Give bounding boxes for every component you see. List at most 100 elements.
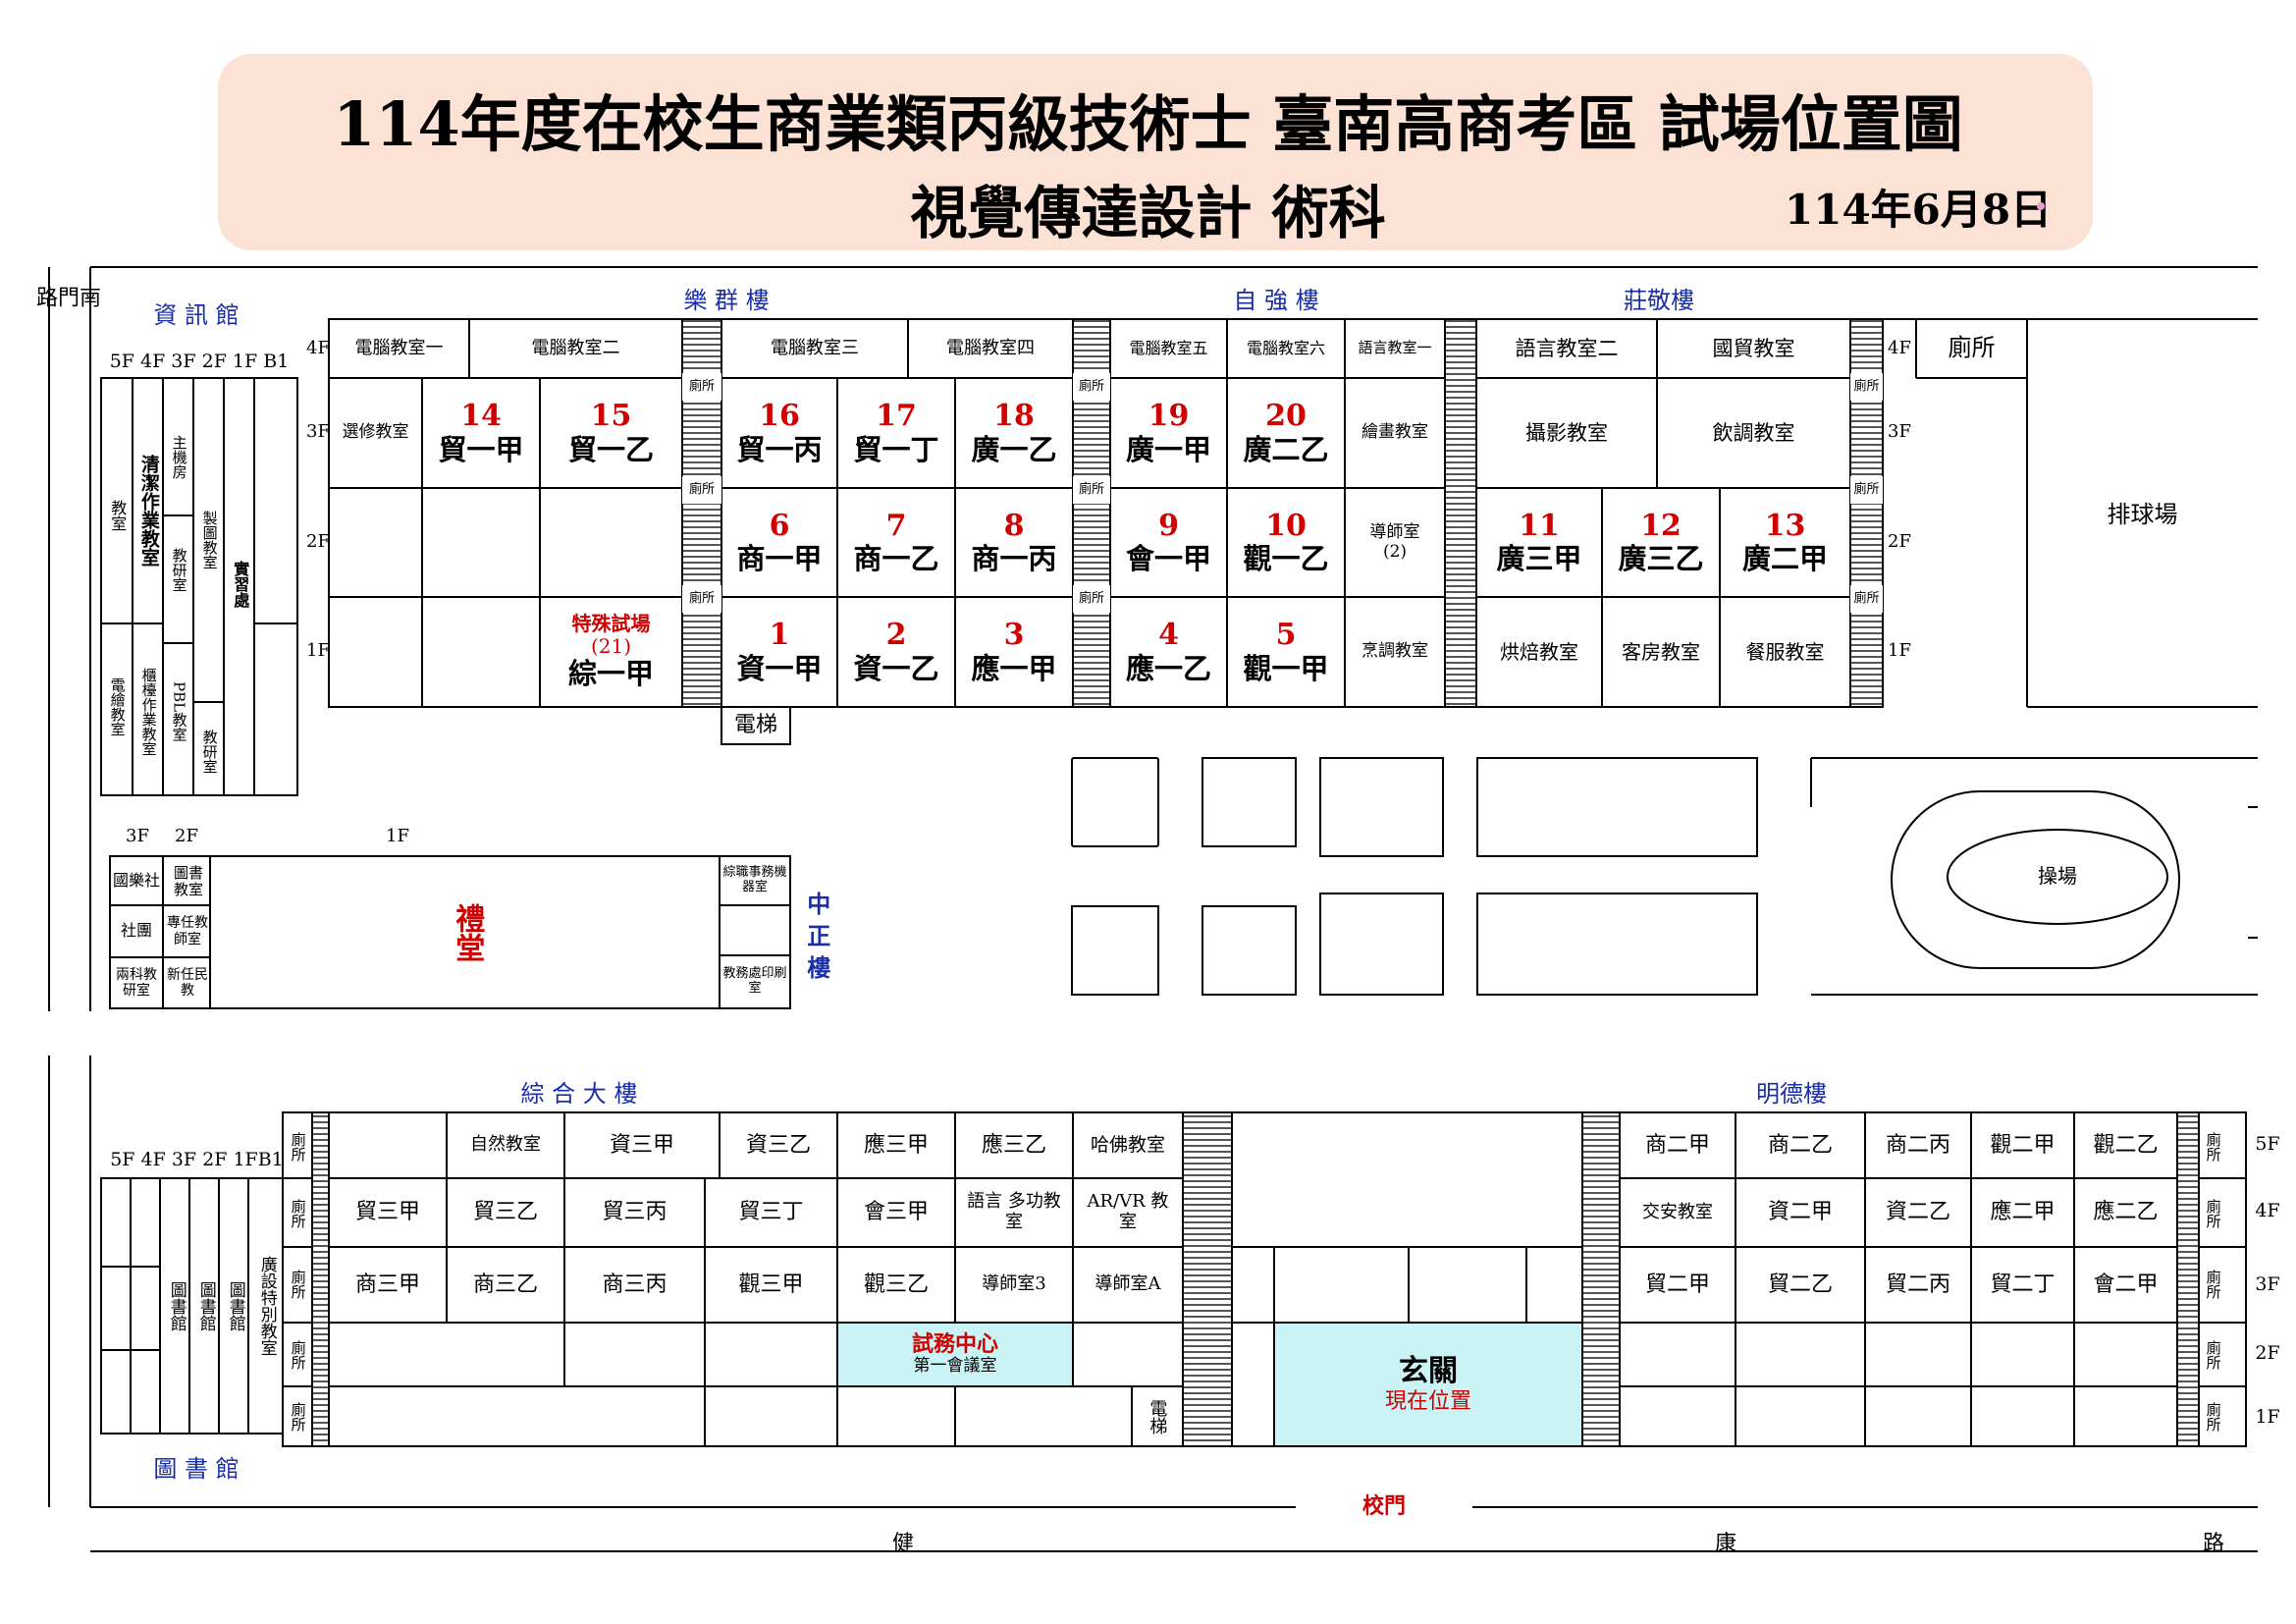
exam-room-class: 資一乙	[853, 651, 939, 685]
zixun-room-e: 製圖教室	[200, 511, 219, 569]
toilet-top-6: 廁所	[1073, 585, 1110, 613]
title-banner	[218, 54, 2093, 250]
exam-center: 試務中心第一會議室	[837, 1323, 1073, 1386]
elevator-bottom: 電梯	[1147, 1399, 1168, 1435]
zh-library-2: 圖書館	[195, 1280, 216, 1331]
page-subtitle: 視覺傳達設計 術科	[910, 180, 1386, 246]
room-serve: 餐服教室	[1745, 639, 1825, 664]
teacher-room-2: 導師室(2)	[1345, 488, 1445, 597]
exam-room-number: 5	[1275, 618, 1297, 653]
zixun-room-h: 櫃檯作業教室	[139, 668, 158, 756]
exam-room-class: 會一甲	[1125, 542, 1211, 576]
room-cook: 烹調教室	[1362, 641, 1428, 662]
room-4f-7: 語言教室一	[1358, 339, 1432, 357]
toilet-top-4: 廁所	[1073, 373, 1110, 401]
exam-room-class: 應一甲	[971, 651, 1057, 685]
toilet-br-5: 廁所	[2204, 1402, 2222, 1432]
road-kang: 康	[1714, 1532, 1736, 1557]
room-4f-3: 電腦教室三	[771, 337, 859, 358]
room-4f-6: 電腦教室六	[1246, 338, 1325, 357]
toilet-br-1: 廁所	[2204, 1132, 2222, 1162]
zhongzheng-heading: 中 正 樓	[802, 891, 831, 979]
exam-room-class: 廣三乙	[1618, 542, 1704, 576]
md-floor-2f: 2F	[2255, 1342, 2280, 1365]
md-3f-1: 貿二甲	[1644, 1272, 1710, 1297]
exam-room-number: 9	[1158, 508, 1179, 543]
zh-3f-5: 觀三乙	[863, 1272, 929, 1297]
room-4f-5: 電腦教室五	[1129, 338, 1208, 357]
room-guest: 客房教室	[1622, 639, 1700, 664]
zh-5f-5: 應三乙	[981, 1132, 1046, 1158]
exam-date: 114年6月8日	[1785, 186, 2053, 234]
room-photo: 攝影教室	[1525, 420, 1608, 445]
zh-4f-5: 會三甲	[863, 1200, 929, 1225]
zz-room-i: 教務處印刷室	[722, 966, 787, 996]
playground: 操場	[2038, 863, 2077, 888]
volleyball-court: 排球場	[2107, 501, 2178, 529]
entrance-label: 玄關	[1399, 1354, 1458, 1389]
exam-room-class: 應一乙	[1125, 651, 1211, 685]
md-4f-1: 交安教室	[1642, 1201, 1713, 1222]
md-4f-5: 應二乙	[2093, 1200, 2159, 1225]
room-4f-4: 電腦教室四	[946, 337, 1035, 358]
zh-5f-3: 資三乙	[745, 1132, 811, 1158]
exam-center-room: 第一會議室	[913, 1356, 997, 1377]
auditorium: 禮堂	[450, 903, 485, 962]
room-drink: 飲調教室	[1712, 420, 1795, 445]
zixun-room-b: 清潔作業教室	[137, 455, 160, 567]
room-4f-2: 電腦教室二	[531, 337, 620, 358]
md-5f-5: 觀二乙	[2093, 1132, 2159, 1158]
exam-room-class: 商一丙	[971, 542, 1057, 576]
special-exam-room: 特殊試場(21)綜一甲	[540, 597, 682, 707]
zh-3f-4: 觀三甲	[738, 1272, 804, 1297]
zz-room-e: 兩科教研室	[116, 966, 157, 999]
lequn-heading: 樂 群 樓	[683, 287, 770, 315]
toilet-br-4: 廁所	[2204, 1340, 2222, 1370]
exam-room-number: 3	[1003, 618, 1025, 653]
floor-4f: 4F	[306, 337, 330, 358]
exam-room-number: 15	[590, 399, 632, 434]
zh-5f-4: 應三甲	[863, 1132, 929, 1158]
md-5f-4: 觀二甲	[1990, 1132, 2056, 1158]
room-4f-9: 國貿教室	[1712, 336, 1795, 360]
entrance-current-location: 玄關現在位置	[1274, 1323, 1582, 1446]
exam-room-class: 貿一丙	[736, 432, 823, 466]
road-left-1: 南 門 路	[32, 286, 100, 631]
zz-room-d: 專任教師室	[167, 915, 208, 947]
toilet-top-2: 廁所	[682, 476, 721, 504]
teacher-room-number: (2)	[1382, 541, 1408, 562]
exam-room-class: 廣一甲	[1125, 432, 1211, 466]
toilet-top-1: 廁所	[682, 373, 721, 401]
exam-room-number: 18	[993, 399, 1035, 434]
special-exam-label: 特殊試場	[571, 612, 651, 636]
floor-3f-right: 3F	[1888, 420, 1911, 442]
exam-room-class: 貿一甲	[438, 432, 524, 466]
exam-room-class: 觀一甲	[1243, 651, 1329, 685]
road-lu: 路	[2202, 1532, 2224, 1557]
mingde-heading: 明德樓	[1756, 1080, 1827, 1109]
zixun-room-d: 教研室	[170, 547, 188, 592]
exam-room-number: 10	[1265, 508, 1307, 543]
zh-4f-1: 貿三甲	[354, 1200, 420, 1225]
zz-room-f: 新任民教	[167, 966, 208, 999]
toilet-top-9: 廁所	[1850, 585, 1883, 613]
school-gate: 校門	[1362, 1493, 1406, 1520]
toilet-bl-1: 廁所	[289, 1132, 307, 1162]
exam-room-class: 資一甲	[736, 651, 823, 685]
floor-4f-right: 4F	[1888, 337, 1911, 358]
md-4f-2: 資二甲	[1767, 1200, 1833, 1225]
exam-room-class: 商一乙	[853, 542, 939, 576]
zixun-room-i: PBL教室	[170, 681, 188, 742]
exam-room-number: 1	[769, 618, 790, 653]
toilet-bl-5: 廁所	[289, 1402, 307, 1432]
exam-room-number: 19	[1148, 399, 1190, 434]
zz-room-a: 國樂社	[112, 870, 160, 890]
exam-room-class: 廣二甲	[1741, 542, 1828, 576]
md-5f-3: 商二丙	[1885, 1132, 1950, 1158]
zh-4f-6: 語言 多功教室	[967, 1191, 1061, 1232]
